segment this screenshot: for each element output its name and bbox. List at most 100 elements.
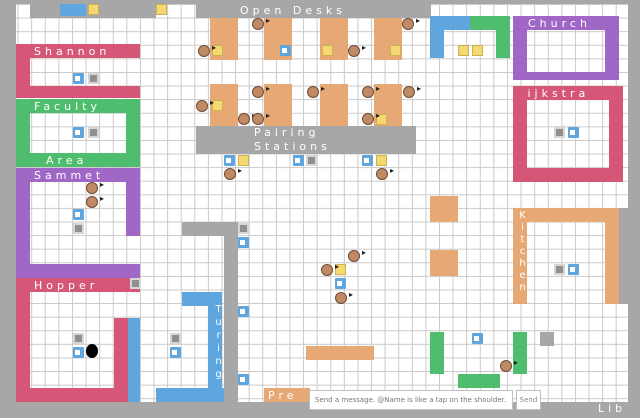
sticky-note-icon[interactable] [88,4,99,15]
avatar-icon[interactable] [196,98,214,112]
video-screen-icon[interactable] [280,45,291,56]
pairing-label: Pairing [254,126,320,139]
kitchen-grey [619,208,628,304]
church-wall-bottom [513,72,619,80]
video-screen-icon[interactable] [362,155,373,166]
calendar-icon[interactable] [88,73,99,84]
video-screen-icon[interactable] [238,306,249,317]
avatar-icon[interactable] [500,358,518,372]
green-block-2 [458,374,500,388]
video-screen-icon[interactable] [568,127,579,138]
avatar-icon[interactable] [198,43,216,57]
shannon-wall-left [16,44,30,98]
church-label: Church [528,17,591,30]
sticky-note-icon[interactable] [390,45,401,56]
blue-partition-v [430,16,444,58]
video-screen-icon[interactable] [73,209,84,220]
faculty-wall-right [126,99,140,167]
video-screen-icon[interactable] [472,333,483,344]
kitchen-wall-right [605,208,619,304]
calendar-icon[interactable] [73,333,84,344]
dijkstra-wall-left [513,86,527,182]
faculty-label: Faculty [34,100,101,113]
shannon-label: Shannon [34,45,111,58]
avatar-icon[interactable] [307,84,325,98]
avatar-icon[interactable] [403,84,421,98]
calendar-icon[interactable] [88,127,99,138]
dijkstra-header [513,86,623,100]
calendar-icon[interactable] [170,333,181,344]
green-block-1 [430,332,444,374]
calendar-icon[interactable] [238,223,249,234]
sticky-note-icon[interactable] [472,45,483,56]
avatar-icon[interactable] [348,248,366,262]
turing-bottom [156,388,224,402]
video-screen-icon[interactable] [73,347,84,358]
hopper-label: Hopper [34,279,99,292]
video-screen-icon[interactable] [73,127,84,138]
area-header [16,153,140,167]
avatar-icon[interactable] [252,16,270,30]
avatar-icon[interactable] [86,180,104,194]
sticky-note-icon[interactable] [156,4,167,15]
kitchen-wall-left [513,208,527,304]
video-screen-icon[interactable] [335,278,346,289]
turing-label: Turing [210,304,224,388]
video-screen-icon[interactable] [293,155,304,166]
avatar-icon[interactable] [238,111,256,125]
sammet-wall-bottom [16,264,140,278]
calendar-icon[interactable] [73,223,84,234]
video-screen-icon[interactable] [224,155,235,166]
avatar-icon[interactable] [224,166,242,180]
calendar-icon[interactable] [554,127,565,138]
send-button[interactable]: Send [516,390,541,410]
video-screen-icon[interactable] [170,347,181,358]
kitchen-text: Kitchen [517,210,528,294]
hopper-wall-right [114,318,128,402]
calendar-icon[interactable] [306,155,317,166]
dark-avatar-icon[interactable] [86,344,98,358]
avatar-icon[interactable] [252,84,270,98]
stations-label: Stations [254,140,331,153]
shannon-wall-bottom [16,86,140,98]
grey-block [540,332,554,346]
avatar-icon[interactable] [348,43,366,57]
video-screen-icon[interactable] [238,237,249,248]
video-screen-icon[interactable] [238,374,249,385]
faculty-header [16,99,140,113]
presentation-label: Pre [268,389,298,402]
desk-d1 [306,346,374,360]
avatar-icon[interactable] [402,16,420,30]
kitchen-label: Kitchen [514,210,528,300]
faculty-wall-left [16,99,30,167]
area-label: Area [46,154,88,167]
video-screen-icon[interactable] [568,264,579,275]
open-desks-label: Open Desks [240,4,346,17]
avatar-icon[interactable] [362,111,380,125]
sammet-header [16,168,140,182]
sammet-wall-right [126,168,140,236]
video-screen-icon[interactable] [73,73,84,84]
sticky-note-icon[interactable] [458,45,469,56]
avatar-icon[interactable] [376,166,394,180]
kitchen-header [513,208,617,222]
top-wall [0,0,640,4]
turing-blue-wall [208,292,222,388]
avatar-icon[interactable] [335,290,353,304]
shannon-header [16,44,140,58]
avatar-icon[interactable] [321,262,339,276]
sticky-note-icon[interactable] [238,155,249,166]
sticky-note-icon[interactable] [322,45,333,56]
message-input[interactable]: Send a message. @Name is like a tap on t… [309,390,513,410]
calendar-icon[interactable] [554,264,565,275]
avatar-icon[interactable] [252,111,270,125]
avatar-icon[interactable] [362,84,380,98]
calendar-icon[interactable] [130,278,141,289]
avatar-icon[interactable] [86,194,104,208]
top-door [60,4,86,16]
sticky-note-icon[interactable] [376,155,387,166]
left-wall [0,0,16,418]
hopper-header [16,278,140,292]
open-desks-header [196,4,431,18]
